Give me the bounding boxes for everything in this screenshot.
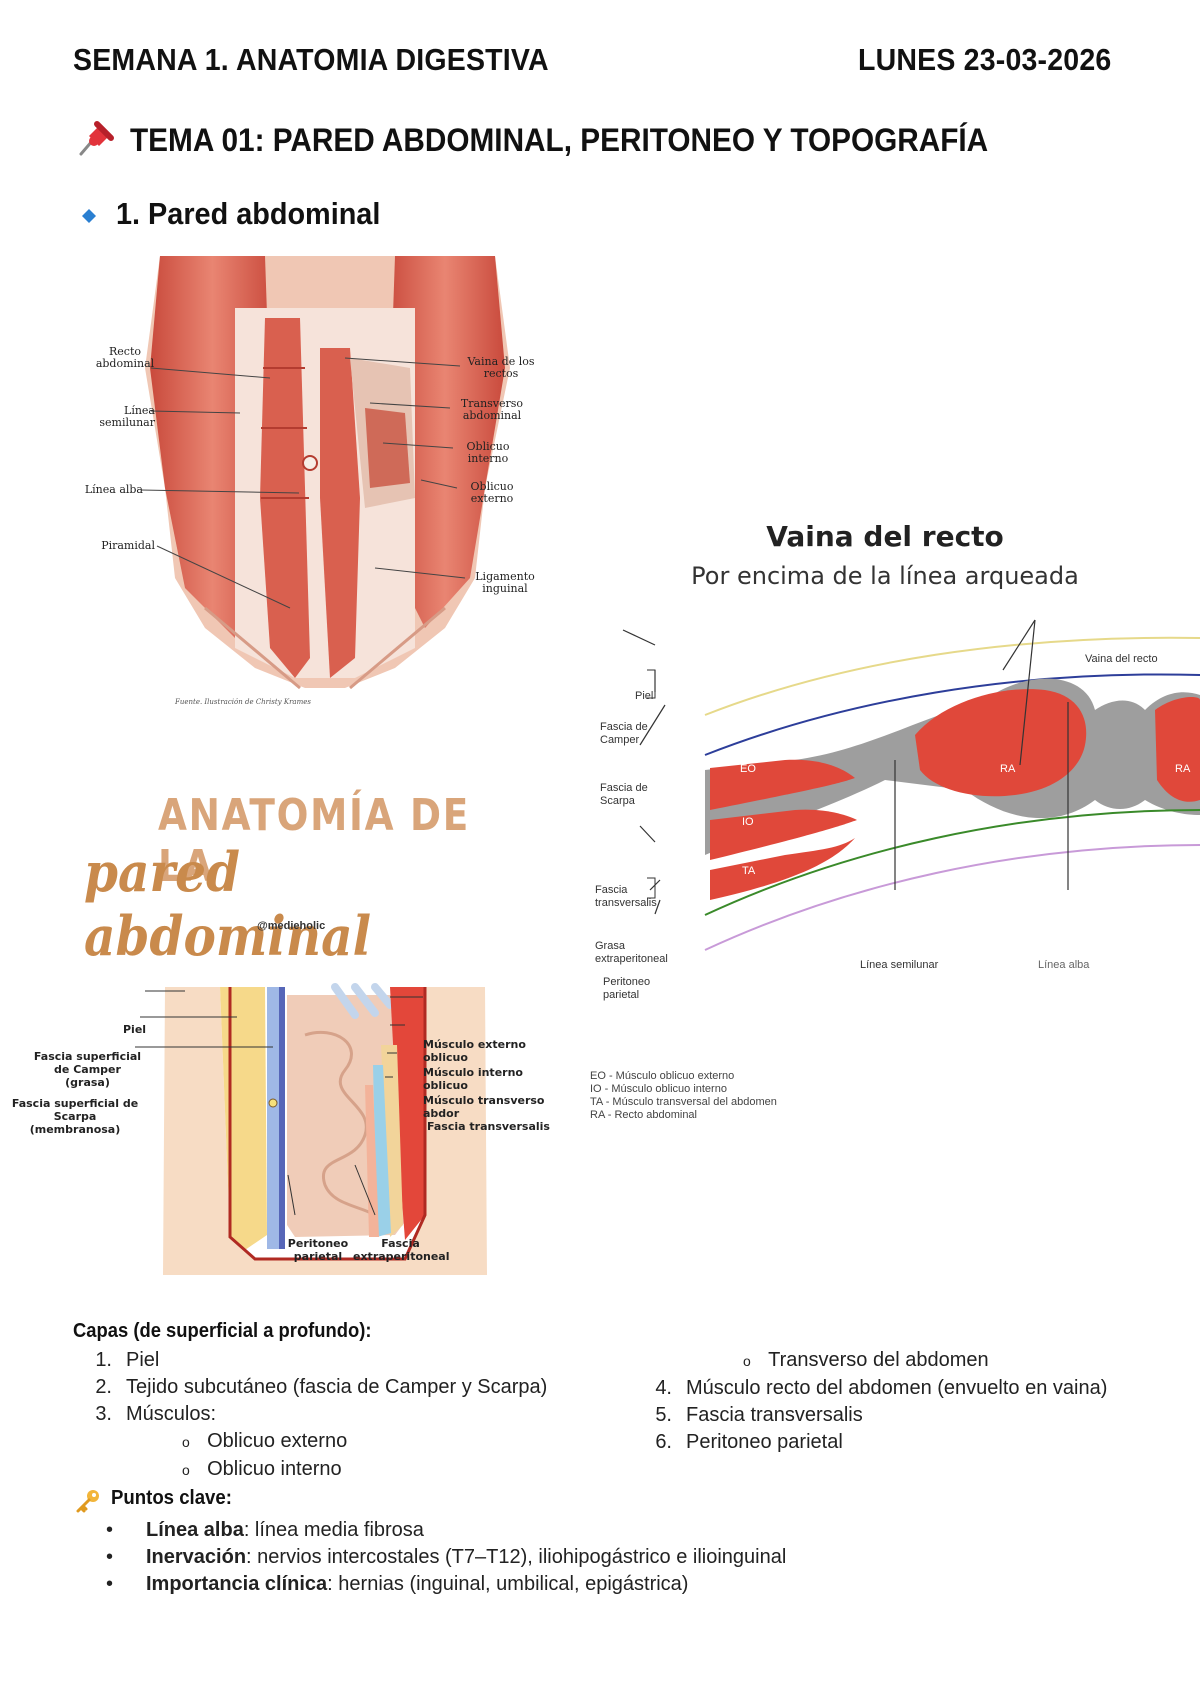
topic-title: TEMA 01: PARED ABDOMINAL, PERITONEO Y TO… xyxy=(130,122,989,158)
page-header-title: SEMANA 1. ANATOMIA DIGESTIVA xyxy=(73,42,549,77)
muscle-label-ta: TA xyxy=(742,865,756,877)
label-peritoneo-parietal-3: Peritoneo parietal xyxy=(603,976,651,1001)
infographic-title-line1: ANATOMÍA DE LA xyxy=(158,790,470,892)
abdominal-muscles-figure: Recto abdominal Línea semilunar Línea al… xyxy=(65,248,585,718)
label-fascia-extraperitoneal: Fascia extraperitoneal xyxy=(353,1237,450,1263)
layers-list-right: o Transverso del abdomen 4.Músculo recto… xyxy=(640,1347,1107,1456)
legend-eo: EO - Músculo oblicuo externo xyxy=(590,1070,735,1082)
label-vaina-del-recto: Vaina del recto xyxy=(1085,653,1158,665)
label-transverso-abdominal: Transverso abdominal xyxy=(460,397,524,422)
abdominal-layers-figure: Piel Fascia superficial de Camper (grasa… xyxy=(5,975,565,1275)
key-points-heading: Puntos clave: xyxy=(111,1487,232,1509)
muscle-label-eo: EO xyxy=(740,763,756,775)
label-fascia-camper-3: Fascia de Camper xyxy=(600,721,648,746)
label-linea-semilunar: Línea semilunar xyxy=(99,404,155,429)
label-oblicuo-interno: Oblicuo interno xyxy=(466,440,510,465)
layers-heading: Capas (de superficial a profundo): xyxy=(73,1320,372,1342)
label-peritoneo-parietal: Peritoneo parietal xyxy=(287,1237,349,1263)
muscle-label-ra-right: RA xyxy=(1175,763,1191,775)
layer-item: 6.Peritoneo parietal xyxy=(655,1431,843,1453)
rectus-sheath-figure: Vaina del recto Por encima de la línea a… xyxy=(585,520,1200,1130)
layer-item: 3.Músculos: xyxy=(95,1403,217,1425)
infographic-title-line2: pared abdominal xyxy=(84,840,372,968)
label-fascia-scarpa-3: Fascia de Scarpa xyxy=(600,782,648,807)
label-linea-semilunar-3: Línea semilunar xyxy=(860,959,939,971)
label-musculo-externo-oblicuo: Músculo externo oblicuo xyxy=(423,1038,526,1064)
layer-item: 5.Fascia transversalis xyxy=(655,1404,863,1426)
key-icon xyxy=(75,1488,101,1514)
key-point-item: •Importancia clínica: hernias (inguinal,… xyxy=(106,1573,689,1595)
key-points-list: •Línea alba: línea media fibrosa •Inerva… xyxy=(106,1517,786,1598)
label-piel-3: Piel xyxy=(635,690,654,702)
layer-subitem: o Oblicuo externo xyxy=(182,1430,348,1452)
label-linea-alba: Línea alba xyxy=(84,483,143,496)
infographic-title-block: ANATOMÍA DE LA pared abdominal @mediehol… xyxy=(80,790,540,968)
rectus-sheath-diagram xyxy=(622,619,1200,951)
page-header-date: LUNES 23-03-2026 xyxy=(858,42,1112,77)
muscle-label-io: IO xyxy=(742,816,754,828)
figure1-source: Fuente. Ilustración de Christy Krames xyxy=(175,698,311,706)
blue-diamond-bullet-icon xyxy=(82,209,96,223)
infographic-handle: @medieholic xyxy=(257,920,326,932)
label-oblicuo-externo: Oblicuo externo xyxy=(470,480,514,505)
layer-subitem: o Oblicuo interno xyxy=(182,1458,342,1480)
label-piel: Piel xyxy=(123,1023,147,1036)
label-fascia-transversalis: Fascia transversalis xyxy=(427,1120,550,1133)
label-recto-abdominal: Recto abdominal xyxy=(95,345,155,370)
label-fascia-transversalis-3: Fascia transversalis xyxy=(595,884,657,909)
label-fascia-scarpa: Fascia superficial de Scarpa (membranosa… xyxy=(11,1097,139,1136)
abdominal-layers-illustration xyxy=(135,983,487,1275)
layer-subitem: o Transverso del abdomen xyxy=(743,1349,989,1371)
pushpin-icon xyxy=(75,118,115,158)
section-title: 1. Pared abdominal xyxy=(116,196,381,231)
label-grasa-extraperitoneal: Grasa extraperitoneal xyxy=(595,940,668,965)
layer-item: 1.Piel xyxy=(95,1349,160,1371)
rectus-sheath-subtitle: Por encima de la línea arqueada xyxy=(691,562,1079,590)
legend-io: IO - Músculo oblicuo interno xyxy=(590,1083,727,1095)
key-point-item: •Inervación: nervios intercostales (T7–T… xyxy=(106,1546,787,1568)
label-ligamento-inguinal: Ligamento inguinal xyxy=(475,570,535,595)
layers-list-left: 1.Piel 2.Tejido subcutáneo (fascia de Ca… xyxy=(80,1347,547,1484)
label-vaina-rectos: Vaina de los rectos xyxy=(467,355,535,380)
rectus-sheath-title: Vaina del recto xyxy=(766,520,1004,553)
label-fascia-camper: Fascia superficial de Camper (grasa) xyxy=(33,1050,142,1089)
key-point-item: •Línea alba: línea media fibrosa xyxy=(106,1519,424,1541)
label-musculo-transverso: Músculo transverso abdor xyxy=(423,1094,545,1120)
legend-ra: RA - Recto abdominal xyxy=(590,1109,697,1121)
abdominal-muscles-illustration xyxy=(140,256,510,690)
layer-item: 2.Tejido subcutáneo (fascia de Camper y … xyxy=(95,1376,548,1398)
muscle-label-ra: RA xyxy=(1000,763,1016,775)
abbreviation-legend: EO - Músculo oblicuo externo IO - Múscul… xyxy=(590,1070,777,1122)
label-piramidal: Piramidal xyxy=(101,539,155,552)
legend-ta: TA - Músculo transversal del abdomen xyxy=(590,1096,777,1108)
label-linea-alba-3: Línea alba xyxy=(1038,959,1090,971)
layer-item: 4.Músculo recto del abdomen (envuelto en… xyxy=(655,1377,1108,1399)
label-musculo-interno-oblicuo: Músculo interno oblicuo xyxy=(423,1066,523,1092)
